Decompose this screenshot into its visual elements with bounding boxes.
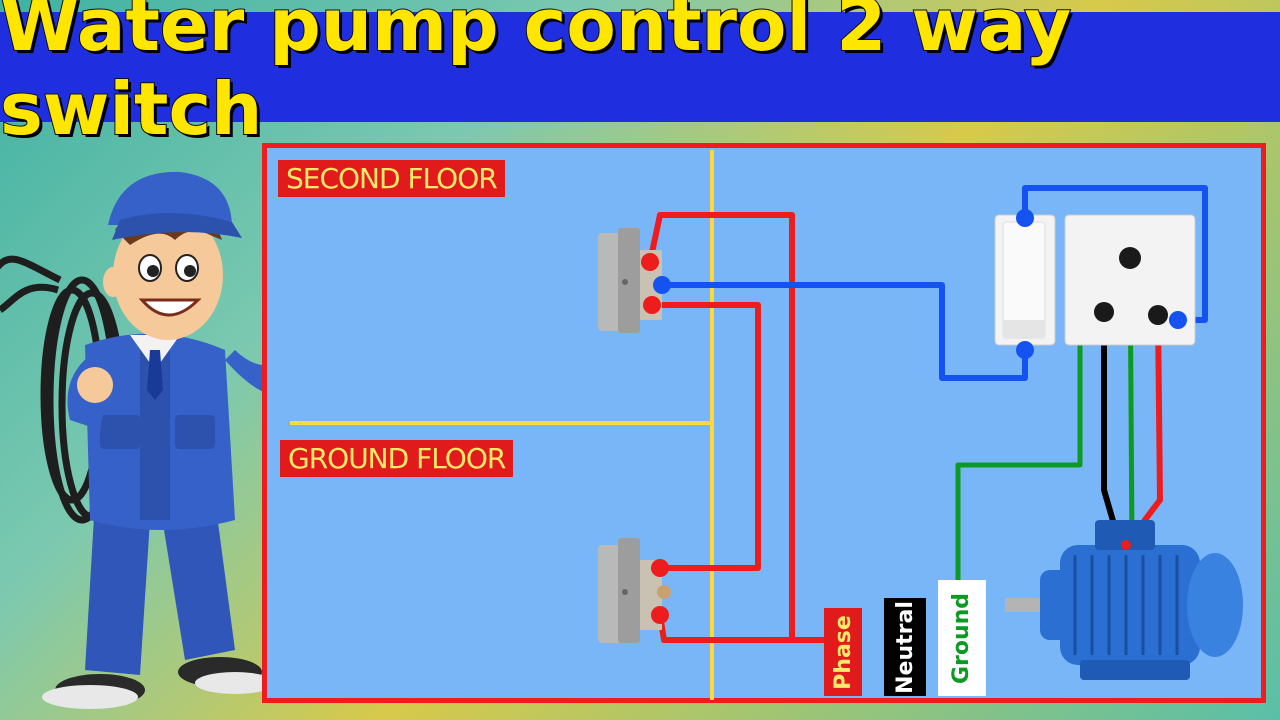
phase-label: Phase xyxy=(824,608,862,696)
switched-wires xyxy=(662,185,1208,381)
motor-pump-icon xyxy=(1005,520,1243,680)
title-banner: Water pump control 2 way switch xyxy=(0,0,1280,152)
second-floor-label: SECOND FLOOR xyxy=(278,160,505,197)
two-way-switch-lower xyxy=(598,538,662,643)
wall-switch-icon xyxy=(994,214,1056,346)
ground-floor-label: GROUND FLOOR xyxy=(280,440,514,477)
ground-label: Ground xyxy=(938,580,986,696)
socket-icon xyxy=(1064,214,1196,346)
page-title: Water pump control 2 way switch xyxy=(0,0,1072,152)
neutral-label: Neutral xyxy=(884,598,926,696)
neutral-wire xyxy=(1101,312,1123,546)
